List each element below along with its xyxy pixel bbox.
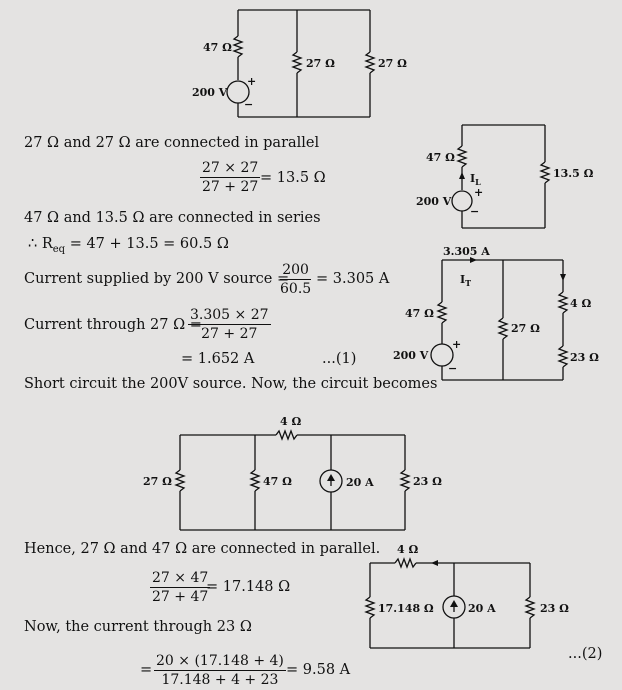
fraction-200-result: = 3.305 A	[316, 271, 390, 287]
circuit3-r4-label: 23 Ω	[570, 351, 599, 364]
series-47-13-text: 47 Ω and 13.5 Ω are connected in series	[24, 210, 321, 226]
short-circuit-text: Short circuit the 200V source. Now, the …	[24, 376, 438, 392]
circuit3-source-label: 200 V	[393, 349, 429, 362]
parallel-27-27-text: 27 Ω and 27 Ω are connected in parallel	[24, 135, 320, 151]
circuit2-r2-label: 13.5 Ω	[553, 167, 594, 180]
fraction-27x27-result: = 13.5 Ω	[260, 170, 326, 186]
circuit4-r3-label: 23 Ω	[413, 475, 442, 488]
circuit5-r1-label: 17.148 Ω	[378, 602, 434, 615]
fraction5-prefix: =	[140, 662, 153, 678]
req-equation: ∴ Req = 47 + 13.5 = 60.5 Ω	[28, 236, 229, 255]
circuit1-source-label: 200 V	[192, 86, 228, 99]
current-through-27-text: Current through 27 Ω =	[24, 317, 202, 333]
circuit1-r2-label: 27 Ω	[306, 57, 335, 70]
circuit2-minus: −	[470, 205, 479, 218]
circuit3-it-label: IT	[460, 273, 471, 288]
circuit2-source-label: 200 V	[416, 195, 452, 208]
fraction-final: 20 × (17.148 + 4) 17.148 + 4 + 23	[154, 653, 286, 688]
circuit5-source-label: 20 A	[468, 602, 496, 615]
circuit3-total-current: 3.305 A	[443, 245, 490, 258]
circuit3-r1-label: 47 Ω	[405, 307, 434, 320]
fraction-27x47: 27 × 47 27 + 47	[150, 570, 211, 605]
circuit5-r-top-label: 4 Ω	[397, 543, 418, 556]
circuit3-r2-label: 27 Ω	[511, 322, 540, 335]
circuit4-r-top-label: 4 Ω	[280, 415, 301, 428]
fraction-27x27: 27 × 27 27 + 27	[200, 160, 261, 195]
fraction-200-60-5: 200 60.5	[280, 262, 312, 297]
circuit3-minus: −	[448, 362, 457, 375]
circuit2-plus: +	[474, 186, 483, 199]
current-23-text: Now, the current through 23 Ω	[24, 619, 252, 635]
circuit1-minus: −	[244, 98, 253, 111]
circuit3-plus: +	[452, 338, 461, 351]
eq2-tag: ...(2)	[568, 646, 603, 662]
circuit4-source-label: 20 A	[346, 476, 374, 489]
current-supplied-text: Current supplied by 200 V source =	[24, 271, 290, 287]
eq1-result: = 1.652 A	[181, 351, 255, 367]
fraction-27x47-result: = 17.148 Ω	[206, 579, 291, 595]
hence-parallel-text: Hence, 27 Ω and 47 Ω are connected in pa…	[24, 541, 381, 557]
circuit4-r1-label: 27 Ω	[143, 475, 172, 488]
circuit3-r3-label: 4 Ω	[570, 297, 591, 310]
circuit1-r3-label: 27 Ω	[378, 57, 407, 70]
circuit5-r2-label: 23 Ω	[540, 602, 569, 615]
circuit2-current-label: IL	[470, 172, 481, 187]
circuit2-r1-label: 47 Ω	[426, 151, 455, 164]
circuit1-plus: +	[247, 75, 256, 88]
fraction-3-305x27: 3.305 × 27 27 + 27	[188, 307, 271, 342]
fraction-final-result: = 9.58 A	[286, 662, 351, 678]
circuit1-r1-label: 47 Ω	[203, 41, 232, 54]
eq1-tag: ...(1)	[322, 351, 357, 367]
circuit4-r2-label: 47 Ω	[263, 475, 292, 488]
